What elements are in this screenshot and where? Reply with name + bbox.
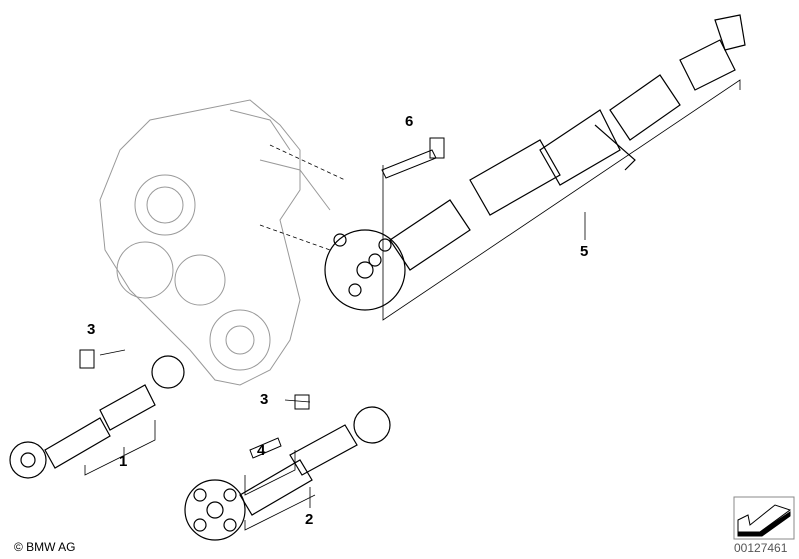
- callout-1[interactable]: 1: [119, 453, 128, 470]
- diagram-id: 00127461: [734, 541, 788, 555]
- callout-4[interactable]: 4: [257, 442, 266, 459]
- callout-3[interactable]: 3: [260, 391, 269, 408]
- rear-drive-shaft: [324, 14, 746, 311]
- bolt-6: [381, 137, 445, 179]
- callout-3[interactable]: 3: [87, 321, 96, 338]
- copyright-text: © BMW AG: [14, 540, 76, 554]
- callout-2[interactable]: 2: [305, 511, 314, 528]
- callout-6[interactable]: 6: [405, 113, 414, 130]
- front-drive-shaft-2: [184, 406, 391, 541]
- front-drive-shaft-1: [9, 355, 185, 479]
- callout-5[interactable]: 5: [580, 243, 589, 260]
- bolts-3-4: [79, 349, 310, 459]
- transfer-case: [99, 99, 331, 386]
- arrow-back-icon[interactable]: [733, 496, 795, 540]
